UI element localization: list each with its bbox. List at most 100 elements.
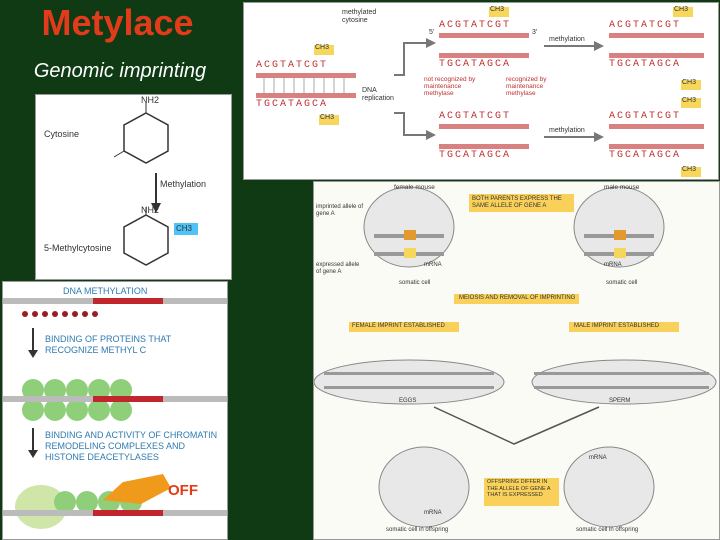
male-mouse-label: male mouse [604, 184, 640, 191]
slide-subtitle: Genomic imprinting [33, 60, 207, 82]
ch3-label-right-4: CH3 [682, 166, 697, 173]
mrna-label-male: mRNA [604, 262, 622, 268]
dna-strand-bottom [256, 93, 356, 98]
ch3-box-left-bottom [319, 115, 339, 125]
sequence-bottom-right: TGCATAGCA [609, 59, 682, 70]
male-cell [573, 186, 665, 268]
base-pairs [263, 78, 345, 93]
mrna-label-offspring-2: mRNA [589, 455, 607, 461]
sequence-bottom-mid: TGCATAGCA [439, 59, 512, 70]
somatic-cell-label-male: somatic cell [606, 280, 638, 286]
female-imprint-box [349, 322, 459, 332]
methylation-diagram [256, 7, 704, 177]
sequence-top-right-2: ACGTATCGT [609, 111, 682, 122]
dna-replication-label: DNA replication [362, 87, 394, 102]
nh2-label-top: NH2 [141, 95, 160, 105]
chromatin-remodeling-label: BINDING AND ACTIVITY OF CHROMATIN REMODE… [45, 430, 218, 462]
both-parents-box [469, 194, 574, 212]
ch3-box-right-2 [681, 80, 701, 90]
female-mouse-label: female mouse [394, 184, 435, 191]
ch3-box-right-3 [681, 98, 701, 108]
dna-strand-right-top-1 [609, 33, 704, 38]
ch3-box-right [673, 7, 693, 17]
offspring-cell-1 [378, 446, 470, 528]
dna-strand-right-top-2 [609, 53, 704, 58]
meiosis-label: MEIOSIS AND REMOVAL OF IMPRINTING [459, 295, 576, 301]
dna-strand-mid-top-1 [439, 33, 529, 38]
ch3-label-right-2: CH3 [682, 79, 697, 86]
binding-proteins-label: BINDING OF PROTEINS THAT RECOGNIZE METHY… [45, 334, 172, 355]
off-label: OFF [168, 482, 198, 499]
sequence-bottom-right-2: TGCATAGCA [609, 150, 682, 161]
methylation-label-bottom: methylation [549, 127, 585, 134]
fertilization-arrows [433, 406, 600, 445]
methylation-label-top: methylation [549, 36, 585, 43]
imprinted-allele-label: imprinted allele of gene A [316, 204, 364, 217]
sequence-top-mid: ACGTATCGT [439, 20, 512, 31]
ch3-label-right-3: CH3 [682, 97, 697, 104]
offspring-differ-box [484, 478, 559, 506]
somatic-offspring-label-2: somatic cell in offspring [576, 527, 639, 533]
female-imprint-label: FEMALE IMPRINT ESTABLISHED [352, 323, 445, 329]
female-cell [363, 186, 455, 268]
sequence-bottom-mid-2: TGCATAGCA [439, 150, 512, 161]
ch3-label-left: CH3 [315, 44, 330, 51]
cytosine-label: Cytosine [44, 129, 80, 139]
meiosis-box [454, 294, 579, 304]
somatic-offspring-label-1: somatic cell in offspring [386, 527, 449, 533]
offspring-differ-label: OFFSPRING DIFFER IN THE ALLELE OF GENE A… [487, 479, 551, 498]
eggs-label: EGGS [399, 398, 417, 404]
eggs-cell [314, 359, 505, 405]
methyl-groups-1 [22, 311, 98, 317]
cytosine-ring [123, 112, 169, 164]
cytosine-diagram [113, 103, 198, 266]
sperm-label: SPERM [609, 398, 631, 404]
methylation-label: Methylation [160, 179, 207, 189]
ch3-box-right-4 [681, 167, 701, 177]
dna-strand-mid-bot-2 [439, 144, 529, 149]
methylated-cytosine-label: methylated cytosine [342, 9, 377, 24]
ch3-label-left-bottom: CH3 [320, 114, 335, 121]
ch3-box-left [314, 45, 334, 55]
methylation-replication-panel: ACGTATCGT TGCATAGCA ACGTATCGT TGCATAGCA … [243, 2, 719, 180]
genomic-imprinting-panel: female mouse male mouse BOTH PARENTS EXP… [313, 181, 720, 540]
five-prime-label: 5' [429, 29, 435, 36]
sequence-top-mid-2: ACGTATCGT [439, 111, 512, 122]
male-imprint-box [569, 322, 679, 332]
expressed-allele-label: expressed allele of gene A [316, 262, 360, 275]
mrna-label-female: mRNA [424, 262, 442, 268]
dna-strand-mid-top-2 [439, 53, 529, 58]
dna-strand-right-bot-1 [609, 124, 704, 129]
sequence-top-left: ACGTATCGT [256, 60, 329, 71]
imprinting-diagram [314, 186, 717, 528]
remodeling-complex [15, 485, 67, 529]
recognized-label: recognized by maintenance methylase [506, 76, 547, 97]
sequence-bottom-left: TGCATAGCA [256, 99, 329, 110]
arrow-down [394, 112, 426, 136]
not-recognized-label: not recognized by maintenance methylase [424, 76, 476, 97]
male-imprint-label: MALE IMPRINT ESTABLISHED [574, 323, 660, 329]
ch3-highlight [174, 223, 198, 235]
chromatin-diagram [3, 298, 227, 529]
ch3-label-mid: CH3 [490, 6, 505, 13]
nh2-label-bottom: NH2 [141, 205, 160, 215]
offspring-cell-2 [563, 446, 655, 528]
dna-strand-top [256, 73, 356, 78]
cytosine-structure-panel: NH2 Cytosine Methylation NH2 5-Methylcyt… [35, 94, 232, 280]
dna-methylation-heading: DNA METHYLATION [63, 286, 148, 296]
chromatin-remodeling-panel: DNA METHYLATION BINDING OF PROTEINS THAT… [2, 281, 228, 540]
sequence-top-right: ACGTATCGT [609, 20, 682, 31]
dna-strand-mid-bot-1 [439, 124, 529, 129]
methylcytosine-ring [123, 214, 169, 266]
dna-strand-right-bot-2 [609, 144, 704, 149]
ch3-box-mid [489, 7, 509, 17]
mrna-label-offspring-1: mRNA [424, 510, 442, 516]
sperm-cell [531, 359, 717, 405]
ch3-label-right: CH3 [674, 6, 689, 13]
ch3-label: CH3 [176, 224, 193, 233]
arrow-up [394, 42, 426, 76]
slide-title: Metylace [41, 2, 194, 43]
somatic-cell-label-female: somatic cell [399, 280, 431, 286]
methylcytosine-label: 5-Methylcytosine [44, 243, 112, 253]
three-prime-label: 3' [532, 29, 538, 36]
